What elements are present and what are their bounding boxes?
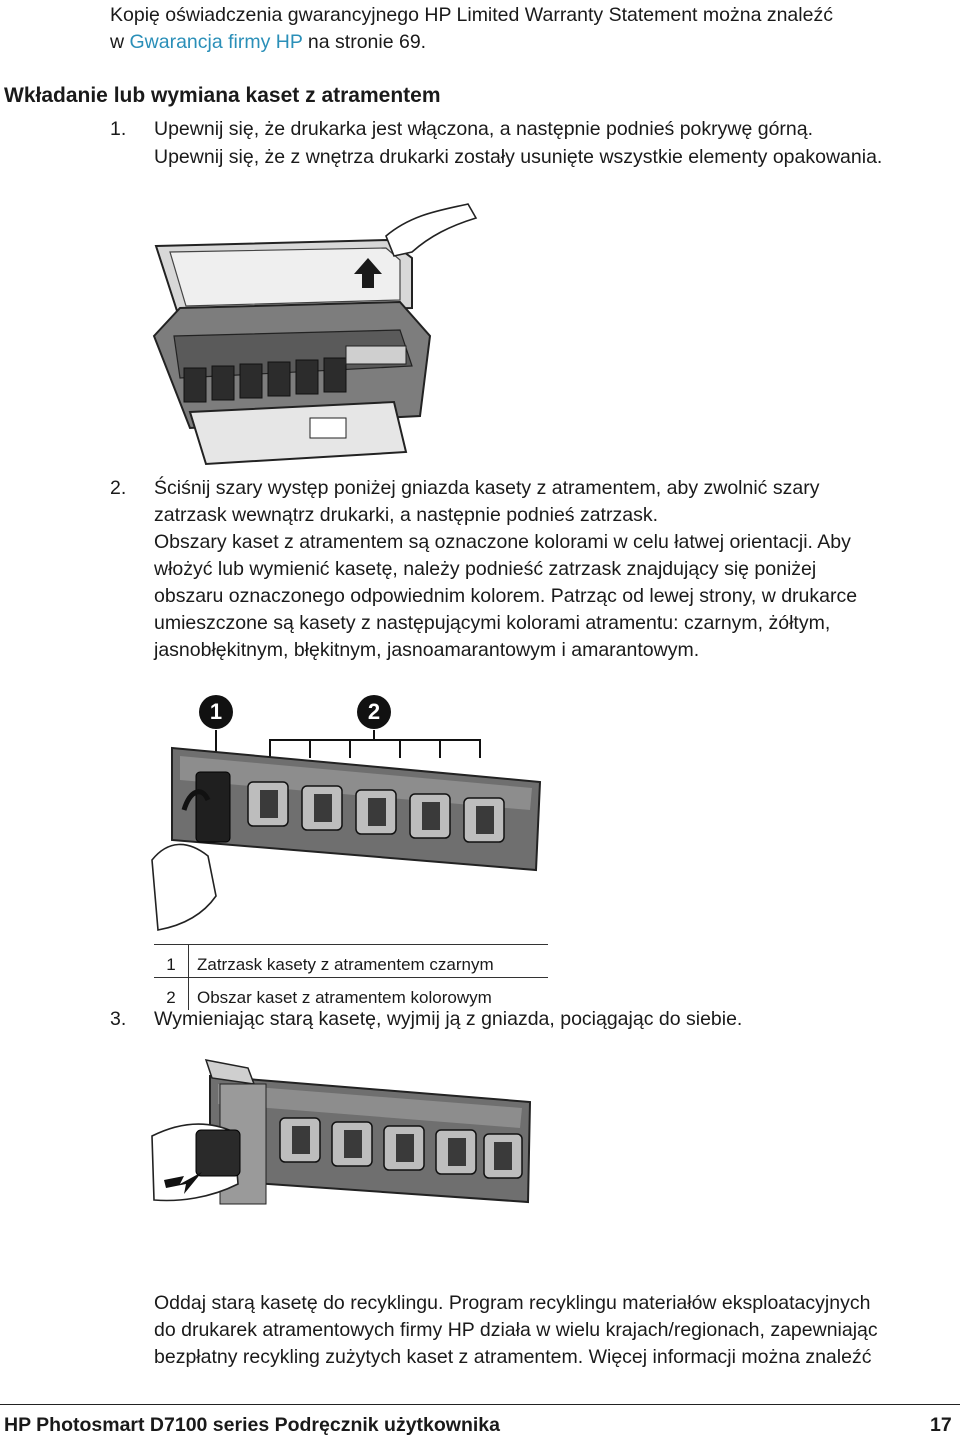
callout-marker-2: 2 bbox=[368, 699, 380, 724]
section-heading: Wkładanie lub wymiana kaset z atramentem bbox=[4, 84, 441, 107]
step-1-line-2: Upewnij się, że z wnętrza drukarki zosta… bbox=[154, 146, 883, 168]
callout-row: 2 Obszar kaset z atramentem kolorowym bbox=[154, 977, 548, 1010]
callout-table: 1 Zatrzask kasety z atramentem czarnym 2… bbox=[154, 944, 548, 1010]
cartridge-carriage-figure: 1 2 bbox=[150, 690, 550, 940]
recycling-line-1: Oddaj starą kasetę do recyklingu. Progra… bbox=[154, 1292, 871, 1314]
step-2-line-2: zatrzask wewnątrz drukarki, a następnie … bbox=[154, 504, 658, 526]
step-2-line-3: Obszary kaset z atramentem są oznaczone … bbox=[154, 531, 851, 553]
step-1-number: 1. bbox=[110, 118, 127, 140]
printer-open-lid-figure bbox=[150, 196, 490, 472]
page-number: 17 bbox=[930, 1414, 952, 1436]
step-1-line-1: Upewnij się, że drukarka jest włączona, … bbox=[154, 118, 814, 140]
step-2-line-7: jasnobłękitnym, błękitnym, jasnoamaranto… bbox=[154, 639, 700, 661]
footer-title: HP Photosmart D7100 series Podręcznik uż… bbox=[4, 1414, 500, 1436]
callout-number: 1 bbox=[154, 944, 189, 978]
intro-suffix: na stronie 69. bbox=[302, 31, 427, 53]
intro-prefix: w bbox=[110, 31, 130, 53]
intro-line-2: w Gwarancja firmy HP na stronie 69. bbox=[110, 29, 426, 56]
intro-line-1: Kopię oświadczenia gwarancyjnego HP Limi… bbox=[110, 4, 833, 26]
cartridge-removal-figure bbox=[150, 1056, 534, 1246]
step-3-number: 3. bbox=[110, 1008, 127, 1030]
callout-number: 2 bbox=[154, 977, 189, 1010]
callout-row: 1 Zatrzask kasety z atramentem czarnym bbox=[154, 944, 548, 978]
step-2-number: 2. bbox=[110, 477, 127, 499]
step-2-line-5: obszaru oznaczonego odpowiednim kolorem.… bbox=[154, 585, 858, 607]
step-3-line-1: Wymieniając starą kasetę, wyjmij ją z gn… bbox=[154, 1008, 743, 1030]
warranty-link[interactable]: Gwarancja firmy HP bbox=[129, 31, 303, 53]
step-2-line-6: umieszczone są kasety z następującymi ko… bbox=[154, 612, 831, 634]
callout-marker-1: 1 bbox=[210, 699, 222, 724]
footer-rule bbox=[0, 1404, 960, 1405]
step-2-line-4: włożyć lub wymienić kasetę, należy podni… bbox=[154, 558, 817, 580]
callout-text: Zatrzask kasety z atramentem czarnym bbox=[188, 944, 548, 978]
callout-text: Obszar kaset z atramentem kolorowym bbox=[188, 977, 548, 1010]
recycling-line-2: do drukarek atramentowych firmy HP dział… bbox=[154, 1319, 878, 1341]
step-2-line-1: Ściśnij szary występ poniżej gniazda kas… bbox=[154, 477, 820, 499]
recycling-line-3: bezpłatny recykling zużytych kaset z atr… bbox=[154, 1346, 872, 1368]
